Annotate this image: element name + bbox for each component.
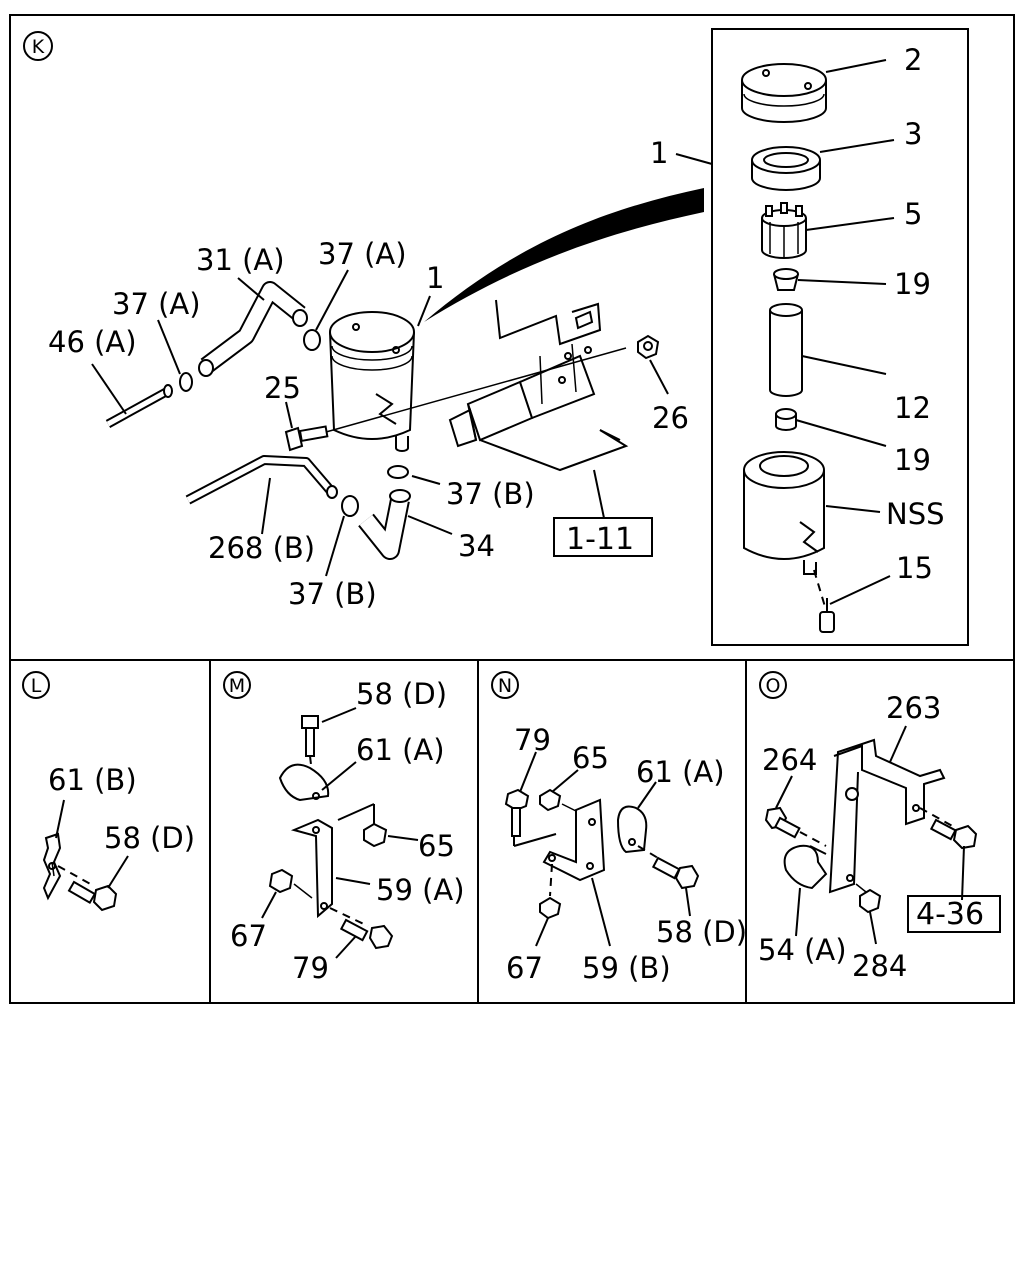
callout-sweep bbox=[424, 188, 704, 322]
section-letter: K bbox=[32, 36, 45, 58]
reference-label-1-11: 1-11 bbox=[566, 522, 634, 557]
section-marker-o: O bbox=[759, 671, 787, 699]
label-part-3: 3 bbox=[904, 117, 922, 151]
section-n-drawing: 79 65 61 (A) 58 (D) 67 59 (B) bbox=[504, 723, 747, 985]
label-part-19-upper: 19 bbox=[894, 267, 931, 301]
label-part-1-inset: 1 bbox=[650, 136, 668, 170]
label-part-46a: 46 (A) bbox=[48, 325, 137, 359]
reservoir bbox=[329, 311, 415, 452]
reference-box-1-11 bbox=[553, 517, 653, 557]
label-part-26: 26 bbox=[652, 401, 689, 435]
label-part-31a: 31 (A) bbox=[196, 243, 285, 277]
clamp-37b-right bbox=[387, 465, 409, 479]
label-part-61b: 61 (B) bbox=[48, 763, 137, 797]
label-part-59b: 59 (B) bbox=[582, 951, 671, 985]
hose-fitting bbox=[819, 598, 835, 633]
label-part-263: 263 bbox=[886, 691, 941, 725]
label-part-79: 79 bbox=[514, 723, 551, 757]
label-part-59a: 59 (A) bbox=[376, 873, 465, 907]
label-part-19-lower: 19 bbox=[894, 443, 931, 477]
section-letter: L bbox=[31, 675, 42, 697]
label-part-58d: 58 (D) bbox=[656, 915, 747, 949]
strainer bbox=[761, 202, 807, 259]
label-part-67: 67 bbox=[230, 919, 267, 953]
cap-seal bbox=[751, 146, 821, 191]
label-part-25: 25 bbox=[264, 371, 301, 405]
clamp-37a-left bbox=[179, 372, 193, 392]
label-part-15: 15 bbox=[896, 551, 933, 585]
nut-26 bbox=[637, 334, 660, 360]
label-part-2: 2 bbox=[904, 43, 922, 77]
section-marker-k: K bbox=[23, 31, 53, 61]
label-part-65: 65 bbox=[572, 741, 609, 775]
label-part-nss: NSS bbox=[886, 497, 945, 531]
pipe-268b bbox=[185, 455, 338, 505]
label-part-268b: 268 (B) bbox=[208, 531, 315, 565]
reference-box-4-36 bbox=[907, 895, 1001, 933]
section-m-drawing: 58 (D) 61 (A) 65 59 (A) 67 79 bbox=[230, 677, 465, 985]
label-part-12: 12 bbox=[894, 391, 931, 425]
mounting-bracket bbox=[448, 299, 629, 472]
diagram-frames bbox=[9, 14, 1015, 1004]
label-part-37a-left: 37 (A) bbox=[112, 287, 201, 321]
grommet-upper bbox=[773, 268, 799, 291]
reservoir-inset-frame bbox=[711, 28, 969, 646]
section-letter: N bbox=[498, 675, 512, 697]
reservoir-cap bbox=[741, 63, 827, 123]
grommet-lower bbox=[775, 408, 797, 431]
section-marker-m: M bbox=[223, 671, 251, 699]
section-letter: M bbox=[229, 675, 245, 697]
label-part-67: 67 bbox=[506, 951, 543, 985]
section-marker-n: N bbox=[491, 671, 519, 699]
reference-label-4-36: 4-36 bbox=[916, 897, 984, 932]
label-part-37b-bottom: 37 (B) bbox=[288, 577, 377, 611]
inset-leader-lines bbox=[675, 59, 895, 605]
label-part-5: 5 bbox=[904, 197, 922, 231]
label-part-65: 65 bbox=[418, 829, 455, 863]
clamp-37a-top bbox=[303, 329, 321, 351]
section-l-drawing: 61 (B) 58 (D) bbox=[42, 763, 195, 912]
reservoir-tank bbox=[743, 451, 827, 611]
label-part-79: 79 bbox=[292, 951, 329, 985]
section-letter: O bbox=[766, 675, 781, 697]
bolt-25 bbox=[284, 347, 627, 452]
inset-labels: 2 3 1 5 19 12 19 NSS 15 bbox=[650, 43, 945, 585]
label-part-58d: 58 (D) bbox=[356, 677, 447, 711]
label-part-1: 1 bbox=[426, 261, 444, 295]
reservoir-exploded-view bbox=[741, 63, 835, 633]
label-part-37b-right: 37 (B) bbox=[446, 477, 535, 511]
label-part-58d: 58 (D) bbox=[104, 821, 195, 855]
main-labels: 31 (A) 37 (A) 1 37 (A) 46 (A) 25 26 37 (… bbox=[48, 237, 689, 611]
hose-34 bbox=[358, 489, 411, 560]
pipe-46a bbox=[105, 384, 173, 428]
label-part-54a: 54 (A) bbox=[758, 933, 847, 967]
filter-tube bbox=[769, 303, 803, 397]
label-part-264: 264 bbox=[762, 743, 817, 777]
label-part-37a-top: 37 (A) bbox=[318, 237, 407, 271]
section-marker-l: L bbox=[22, 671, 50, 699]
section-o-drawing: 263 264 4-36 54 (A) 284 bbox=[758, 691, 1001, 983]
reservoir-assembly bbox=[105, 281, 660, 560]
clamp-37b-bottom bbox=[341, 495, 359, 517]
main-leader-lines bbox=[91, 269, 669, 577]
label-part-34: 34 bbox=[458, 529, 495, 563]
label-part-284: 284 bbox=[852, 949, 907, 983]
label-part-61a: 61 (A) bbox=[356, 733, 445, 767]
hose-31a bbox=[198, 281, 308, 377]
label-part-61a: 61 (A) bbox=[636, 755, 725, 789]
